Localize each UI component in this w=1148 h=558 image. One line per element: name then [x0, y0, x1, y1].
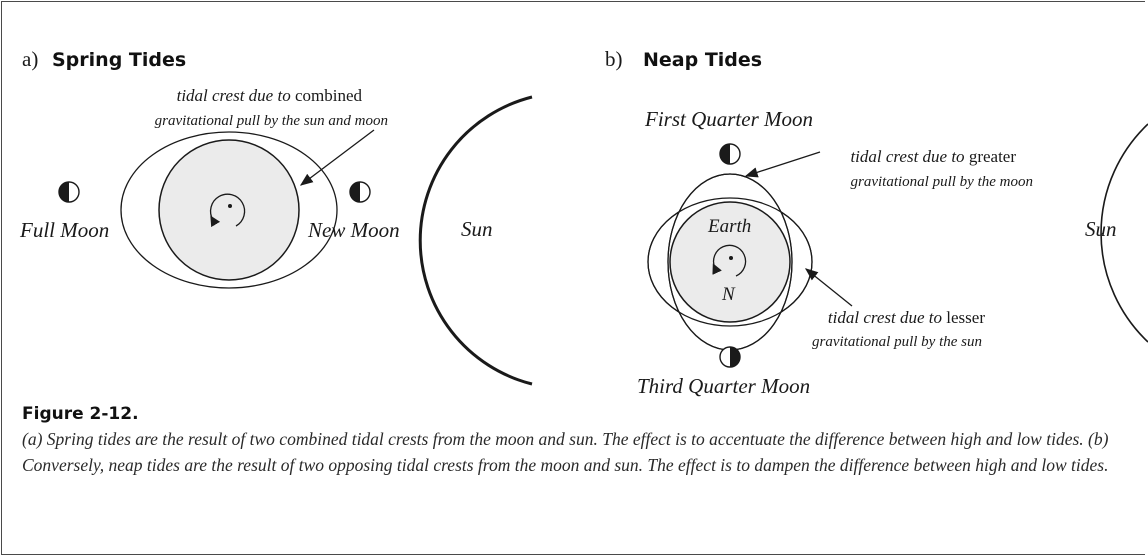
panel-b: b) Neap Tides First Quarter Moon tidal c… [605, 47, 1148, 398]
first-quarter-moon-label: First Quarter Moon [644, 107, 813, 131]
third-quarter-moon-label: Third Quarter Moon [637, 374, 810, 398]
greater-crest-arrow [744, 151, 821, 178]
new-moon-icon [349, 181, 371, 203]
panel-a-crest-label-1: tidal crest due to combined [177, 86, 363, 105]
panel-a-prefix: a) [22, 47, 38, 71]
spring-crest-arrow [299, 129, 375, 186]
spring-rotation-arrow [209, 193, 246, 228]
tides-diagram: a) Spring Tides tidal crest due to combi… [19, 47, 1148, 398]
greater-crest-label-1: tidal crest due to greater [850, 147, 1016, 166]
neap-sun-label: Sun [1085, 217, 1117, 241]
panel-b-title: Neap Tides [643, 49, 762, 71]
third-quarter-moon-icon [719, 346, 741, 368]
spring-earth [158, 139, 300, 281]
figure-caption-title: Figure 2-12. [22, 404, 139, 424]
panel-a-crest-label-2: gravitational pull by the sun and moon [155, 113, 388, 129]
greater-crest-label-2: gravitational pull by the moon [851, 174, 1033, 190]
spring-sun-label: Sun [461, 217, 493, 241]
first-quarter-moon-icon [719, 143, 741, 165]
neap-earth-center-dot [729, 256, 733, 260]
svg-text:a): a) [22, 47, 38, 71]
lesser-crest-label-2: gravitational pull by the sun [812, 334, 982, 350]
full-moon-label: Full Moon [19, 218, 109, 242]
neap-sun-arc [1100, 123, 1148, 343]
spring-earth-center-dot [228, 204, 232, 208]
figure-caption-text: (a) Spring tides are the result of two c… [22, 429, 1109, 475]
panel-a-title: Spring Tides [52, 49, 186, 71]
neap-earth [669, 201, 791, 323]
panel-b-prefix: b) [605, 47, 623, 71]
neap-rotation-arrow [712, 244, 747, 277]
panel-a: a) Spring Tides tidal crest due to combi… [19, 47, 533, 386]
earth-label: Earth [707, 216, 751, 237]
lesser-crest-arrow [804, 268, 853, 307]
lesser-crest-label-1: tidal crest due to lesser [828, 308, 985, 327]
north-label: N [721, 284, 736, 305]
full-moon-icon [58, 181, 80, 203]
new-moon-label: New Moon [307, 218, 400, 242]
spring-sun-arc [418, 95, 533, 386]
